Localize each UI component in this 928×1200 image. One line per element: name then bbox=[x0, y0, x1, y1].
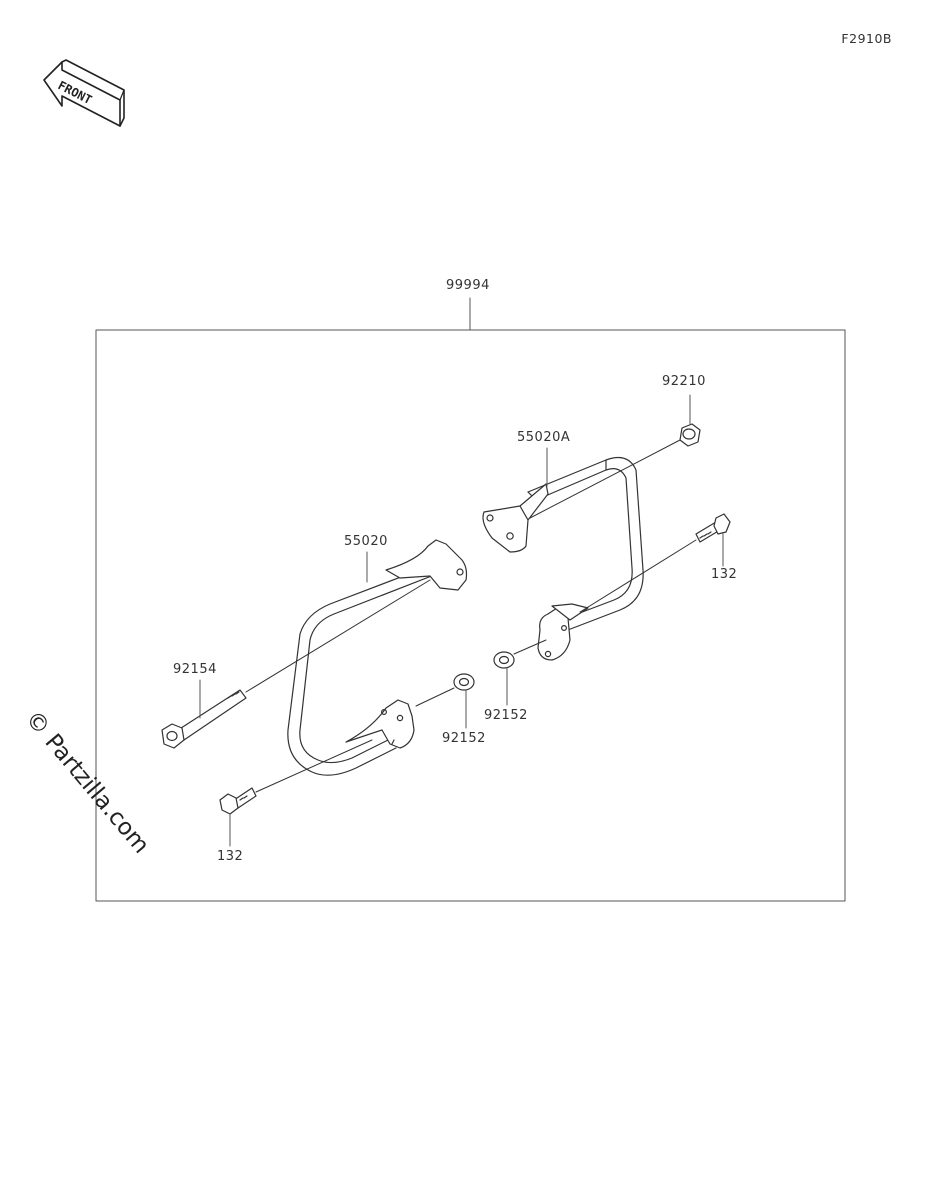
axis-line-collar-left bbox=[415, 687, 455, 707]
label-bolt-left: 132 bbox=[217, 849, 244, 864]
label-collar-right: 92152 bbox=[484, 708, 528, 723]
front-arrow-icon bbox=[43, 59, 125, 127]
axis-line-nut bbox=[529, 439, 681, 519]
bolt-right-part bbox=[695, 513, 731, 543]
axis-line-collar-right bbox=[513, 639, 547, 655]
bracket-right-part bbox=[482, 457, 644, 661]
long-bolt-part bbox=[161, 689, 247, 749]
bolt-left-part bbox=[219, 787, 257, 815]
label-collar-left: 92152 bbox=[442, 731, 486, 746]
axis-line-bolt-right bbox=[579, 539, 697, 613]
label-bracket-right: 55020A bbox=[517, 430, 571, 445]
diagram-code: F2910B bbox=[841, 31, 892, 46]
collar-left-part bbox=[453, 673, 475, 691]
collar-right-part bbox=[493, 651, 515, 669]
label-assembly: 99994 bbox=[446, 278, 490, 293]
axis-line-bolt-left bbox=[255, 739, 373, 793]
label-bolt-right: 132 bbox=[711, 567, 738, 582]
nut-part bbox=[679, 423, 701, 447]
label-bracket-left: 55020 bbox=[344, 534, 388, 549]
label-long-bolt: 92154 bbox=[173, 662, 217, 677]
bracket-left-part bbox=[287, 539, 468, 776]
axis-line-long-bolt bbox=[245, 579, 431, 693]
assembly-frame bbox=[95, 329, 846, 902]
label-nut: 92210 bbox=[662, 374, 706, 389]
